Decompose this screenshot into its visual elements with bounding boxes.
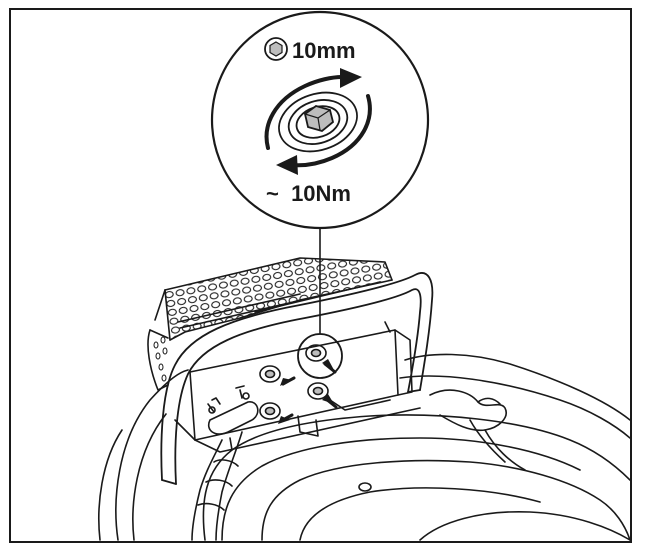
bolt-2 [259,402,281,420]
rotation-arrows-icon [264,75,372,168]
bolt-group [259,344,329,420]
callout-magnifier: 10mm ~ 10Nm [210,10,430,230]
machine-body [98,353,630,541]
bolt-4 [305,344,327,362]
hex-socket-icon [264,37,288,61]
roll-bar [160,272,434,485]
mounting-plate [174,321,421,453]
terminal-cable [191,385,259,541]
torque-label: ~ 10Nm [266,181,351,206]
detail-marker-circle [297,333,343,379]
perforated-cover [147,257,393,391]
nut-icon [278,91,358,153]
tool-size-label: 10mm [292,38,356,63]
bolt-3 [307,382,329,400]
bolt-1 [259,365,281,383]
arrow-icon [278,359,338,424]
